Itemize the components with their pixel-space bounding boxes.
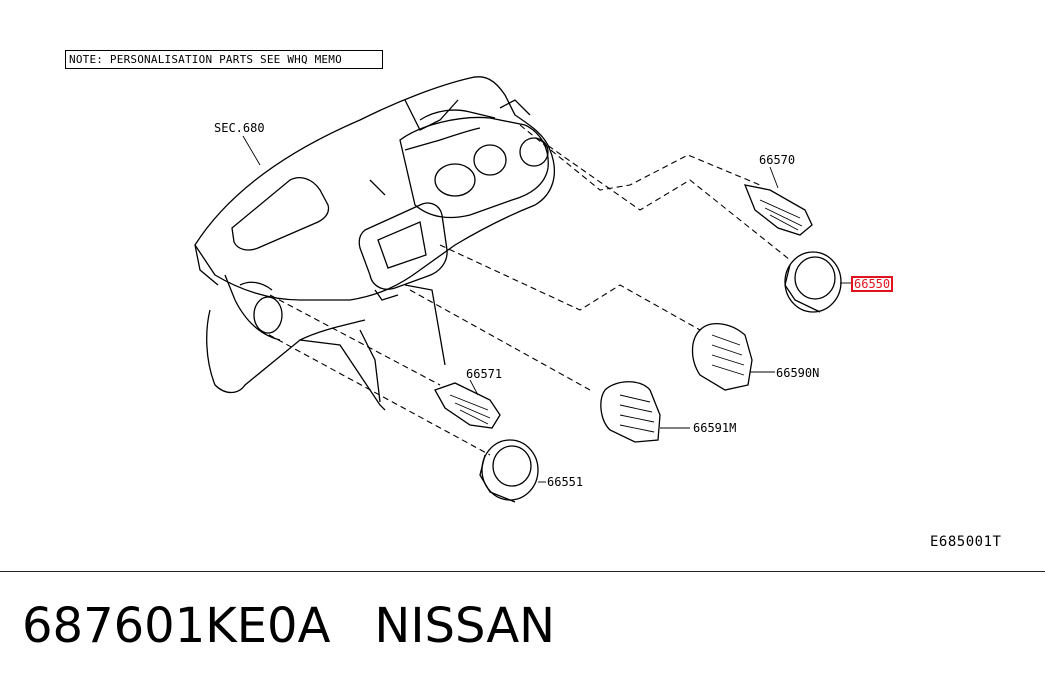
footer: 687601KE0A NISSAN xyxy=(22,598,555,654)
vent-66591m-drawing xyxy=(600,381,690,443)
note-box: NOTE: PERSONALISATION PARTS SEE WHQ MEMO xyxy=(65,50,383,69)
footer-divider xyxy=(0,571,1045,572)
left-side-panel xyxy=(206,309,366,394)
part-number: 687601KE0A xyxy=(22,598,331,654)
center-stack xyxy=(358,202,448,290)
label-66551[interactable]: 66551 xyxy=(547,475,584,489)
bezel-66551-drawing xyxy=(479,439,546,503)
gauge-cluster xyxy=(399,116,549,219)
leader-66591m xyxy=(409,289,591,391)
label-sec-680: SEC.680 xyxy=(214,121,265,135)
vent-66571-drawing xyxy=(434,379,501,429)
dashboard-outline xyxy=(194,76,555,301)
bezel-66550-drawing xyxy=(784,251,852,313)
diagram-code: E685001T xyxy=(930,534,1002,550)
vent-66570-drawing xyxy=(743,166,813,236)
label-66590n[interactable]: 66590N xyxy=(776,366,820,380)
leader-66551 xyxy=(259,329,491,456)
parts-diagram: NOTE: PERSONALISATION PARTS SEE WHQ MEMO… xyxy=(65,50,1002,550)
vent-66590n-drawing xyxy=(691,323,775,391)
leader-66590n xyxy=(439,244,701,331)
dashboard-illustration xyxy=(194,76,852,503)
leader-66571 xyxy=(269,294,441,386)
label-66550-highlighted[interactable]: 66550 xyxy=(851,276,894,292)
center-display-cutout xyxy=(231,177,330,251)
label-66571[interactable]: 66571 xyxy=(466,367,503,381)
label-66591m[interactable]: 66591M xyxy=(693,421,737,435)
label-66570[interactable]: 66570 xyxy=(759,153,796,167)
leader-66570 xyxy=(519,124,761,191)
brand-name: NISSAN xyxy=(374,598,556,654)
